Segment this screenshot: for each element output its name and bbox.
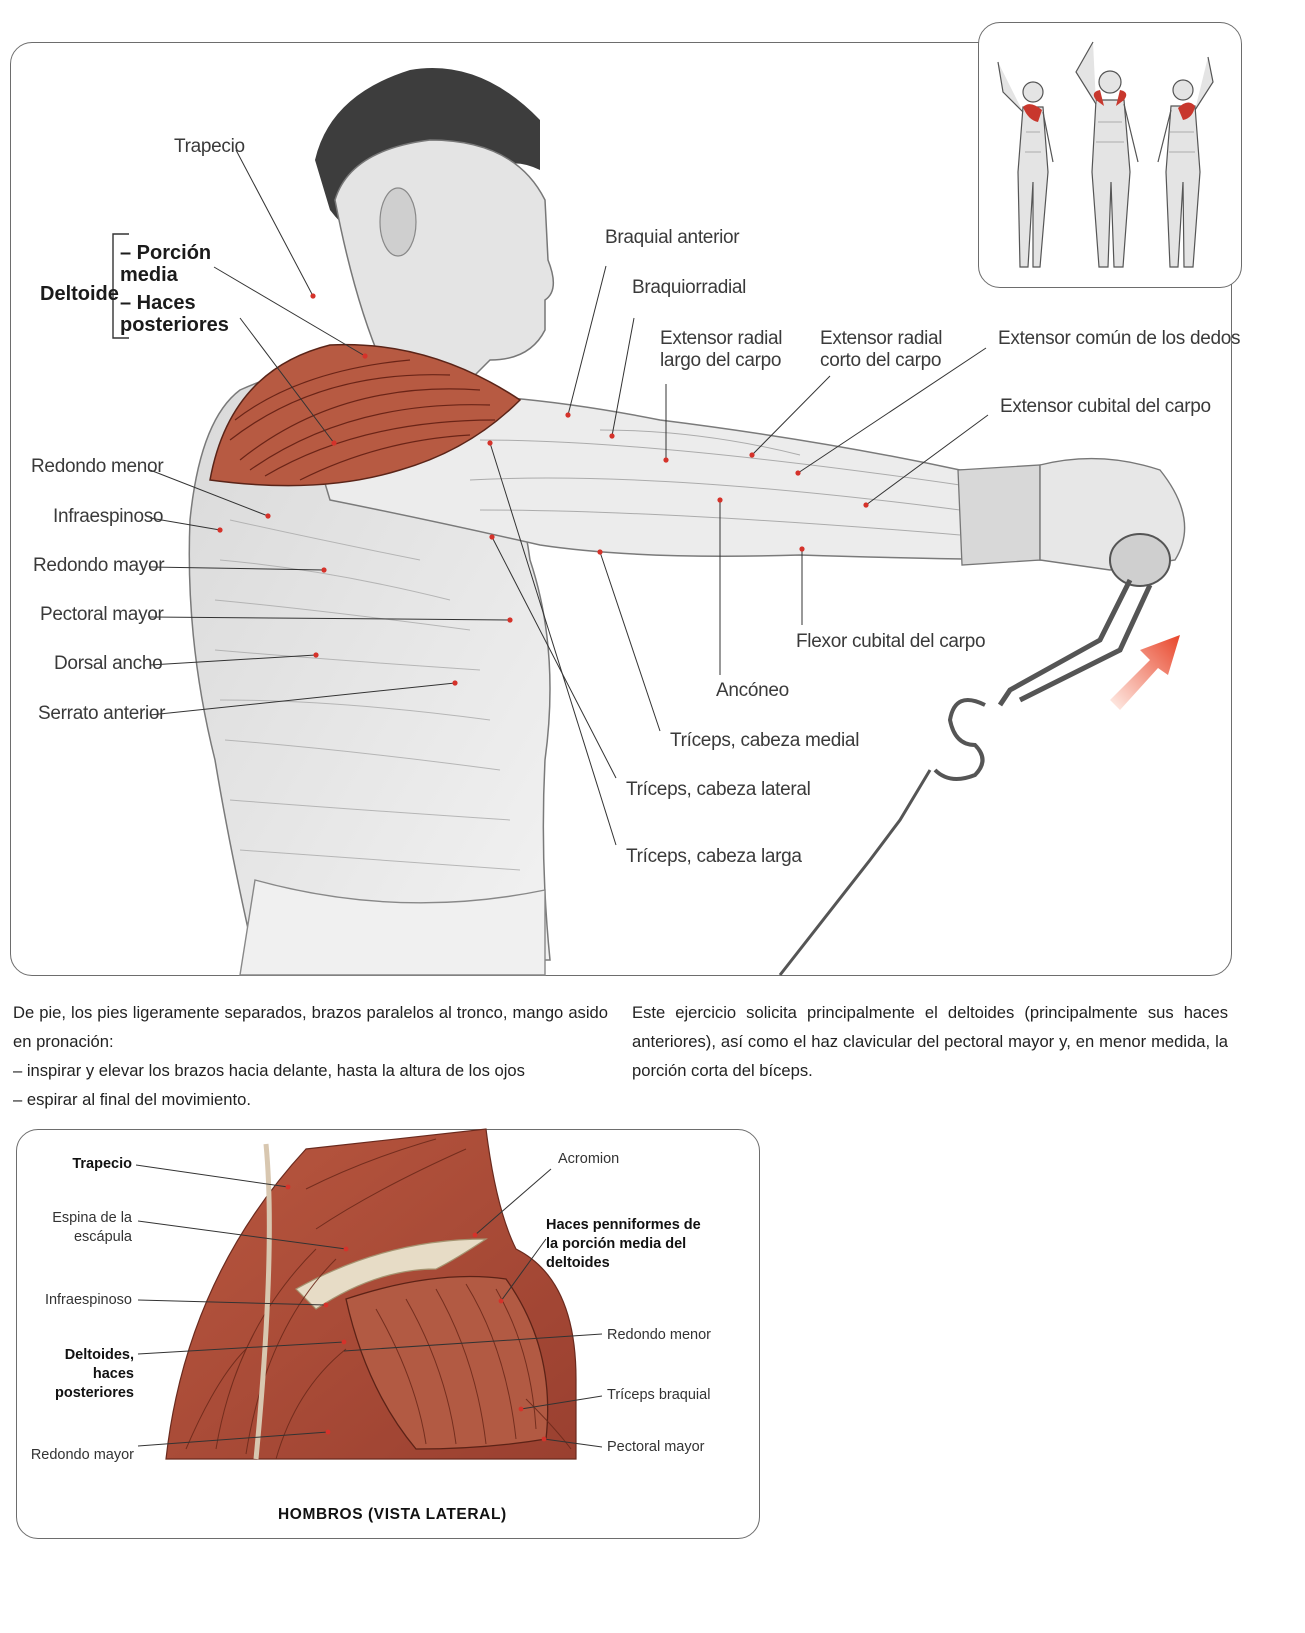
pants: [239, 879, 546, 976]
label-braquiorradial: Braquiorradial: [632, 277, 747, 298]
cable-handle-grip: [1109, 533, 1171, 587]
shoulder-label-trapecio: Trapecio: [72, 1156, 132, 1172]
label-porcion-media: – Porción media: [120, 242, 212, 286]
shoulder-illustration: [165, 1128, 577, 1460]
label-haces-posteriores: – Haces posteriores: [120, 292, 229, 336]
label-deltoide: Deltoide: [40, 283, 119, 305]
label-triceps-larga: Tríceps, cabeza larga: [626, 846, 802, 867]
label-triceps-medial: Tríceps, cabeza medial: [670, 730, 860, 751]
label-infraespinoso: Infraespinoso: [53, 506, 164, 527]
label-extensor-radial-corto: Extensor radial corto del carpo: [820, 328, 943, 371]
shoulder-label-infraespinoso: Infraespinoso: [44, 1292, 132, 1308]
label-redondo-menor: Redondo menor: [31, 456, 164, 477]
label-extensor-radial-largo: Extensor radial largo del carpo: [660, 328, 783, 371]
label-flexor-cubital: Flexor cubital del carpo: [796, 631, 986, 652]
label-braquial-anterior: Braquial anterior: [605, 227, 740, 248]
description-right: Este ejercicio solicita principalmente e…: [632, 998, 1228, 1085]
shoulder-label-deltoides-post: Deltoides, haces posteriores: [55, 1347, 134, 1401]
shoulder-label-pectoral: Pectoral mayor: [607, 1439, 705, 1455]
label-pectoral-mayor: Pectoral mayor: [40, 604, 164, 625]
cable-handle: [997, 578, 1153, 707]
shoulder-leader-lines: [135, 1164, 603, 1448]
shoulder-label-triceps: Tríceps braquial: [607, 1387, 711, 1403]
shoulder-label-redondo-mayor: Redondo mayor: [30, 1447, 134, 1463]
label-extensor-cubital: Extensor cubital del carpo: [1000, 396, 1211, 417]
inset-muscle-figures: [997, 41, 1214, 268]
description-step-1: – inspirar y elevar los brazos hacia del…: [13, 1061, 525, 1080]
description-intro: De pie, los pies ligeramente separados, …: [13, 1003, 608, 1051]
deltoid-highlight: [209, 343, 522, 487]
s-hook: [933, 698, 986, 781]
shoulder-label-espina: Espina de la escápula: [52, 1210, 132, 1245]
shoulder-label-acromion: Acromion: [558, 1151, 620, 1167]
description-right-text: Este ejercicio solicita principalmente e…: [632, 1003, 1228, 1080]
description-step-2: – espirar al final del movimiento.: [13, 1090, 251, 1109]
label-triceps-lateral: Tríceps, cabeza lateral: [626, 779, 811, 800]
label-trapecio: Trapecio: [174, 136, 245, 157]
cable: [778, 769, 932, 976]
main-leader-lines: [112, 149, 989, 846]
label-dorsal-ancho: Dorsal ancho: [54, 653, 163, 674]
label-redondo-mayor: Redondo mayor: [33, 555, 165, 576]
description-left: De pie, los pies ligeramente separados, …: [13, 998, 608, 1114]
movement-arrow: [1110, 635, 1180, 710]
deltoide-bracket: [112, 233, 129, 339]
label-extensor-comun: Extensor común de los dedos: [998, 328, 1241, 349]
shoulder-label-haces-penniformes: Haces penniformes de la porción media de…: [546, 1217, 701, 1271]
shoulder-label-redondo-menor: Redondo menor: [607, 1327, 711, 1343]
athlete-illustration: [188, 68, 1186, 976]
scapula-spine: [295, 1238, 488, 1310]
label-anconeo: Ancóneo: [716, 680, 789, 701]
label-serrato-anterior: Serrato anterior: [38, 703, 166, 724]
shoulder-panel-caption: HOMBROS (VISTA LATERAL): [278, 1506, 507, 1523]
